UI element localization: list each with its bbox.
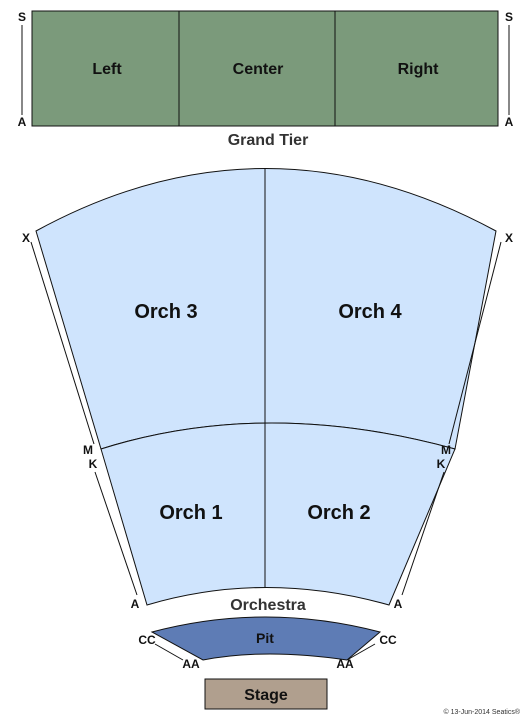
stage: Stage [204, 678, 328, 710]
row-label-m-right: M [441, 443, 451, 457]
row-label-a-right: A [394, 597, 403, 611]
row-indicator-line [30, 241, 95, 445]
copyright-notice: © 13-Jun-2014 Seatics® [444, 708, 521, 716]
orchestra: Orch 3 Orch 4 Orch 1 Orch 2 X X M K M K … [22, 168, 513, 614]
row-indicator-line [401, 471, 445, 596]
section-label-pit: Pit [256, 630, 274, 646]
section-grand-tier-left[interactable] [31, 10, 180, 127]
section-label-left: Left [92, 61, 122, 78]
orchestra-front-block [100, 422, 456, 606]
row-label-aa-right: AA [336, 657, 354, 671]
section-pit[interactable] [150, 616, 382, 661]
row-label-x-right: X [505, 231, 513, 245]
row-label-m-left: M [83, 443, 93, 457]
area-label-orchestra: Orchestra [230, 597, 306, 614]
row-label-s-right: S [505, 10, 513, 24]
row-label-aa-left: AA [182, 657, 200, 671]
row-label-s-left: S [18, 10, 26, 24]
row-label-cc-left: CC [138, 633, 156, 647]
row-label-k-right: K [437, 457, 446, 471]
section-label-orch-1: Orch 1 [159, 502, 222, 524]
section-label-orch-4: Orch 4 [338, 301, 402, 323]
row-label-a-left: A [18, 115, 27, 129]
section-label-orch-3: Orch 3 [134, 301, 197, 323]
section-label-orch-2: Orch 2 [307, 502, 370, 524]
row-label-cc-right: CC [379, 633, 397, 647]
row-indicator-line [346, 643, 376, 661]
section-label-right: Right [398, 61, 440, 78]
row-label-k-left: K [89, 457, 98, 471]
section-label-center: Center [233, 61, 284, 78]
stage-block [204, 678, 328, 710]
row-indicator-line [154, 643, 184, 661]
row-label-x-left: X [22, 231, 30, 245]
row-indicator-line [448, 241, 502, 445]
row-indicator-line [94, 471, 138, 596]
row-label-a-left: A [131, 597, 140, 611]
grand-tier: Left Center Right S A S A Grand Tier [18, 10, 514, 149]
pit: Pit CC CC AA AA [138, 616, 397, 671]
section-grand-tier-center[interactable] [178, 10, 336, 127]
row-label-a-right: A [505, 115, 514, 129]
section-grand-tier-right[interactable] [334, 10, 499, 127]
area-label-grand-tier: Grand Tier [228, 132, 309, 149]
stage-label: Stage [244, 687, 288, 704]
